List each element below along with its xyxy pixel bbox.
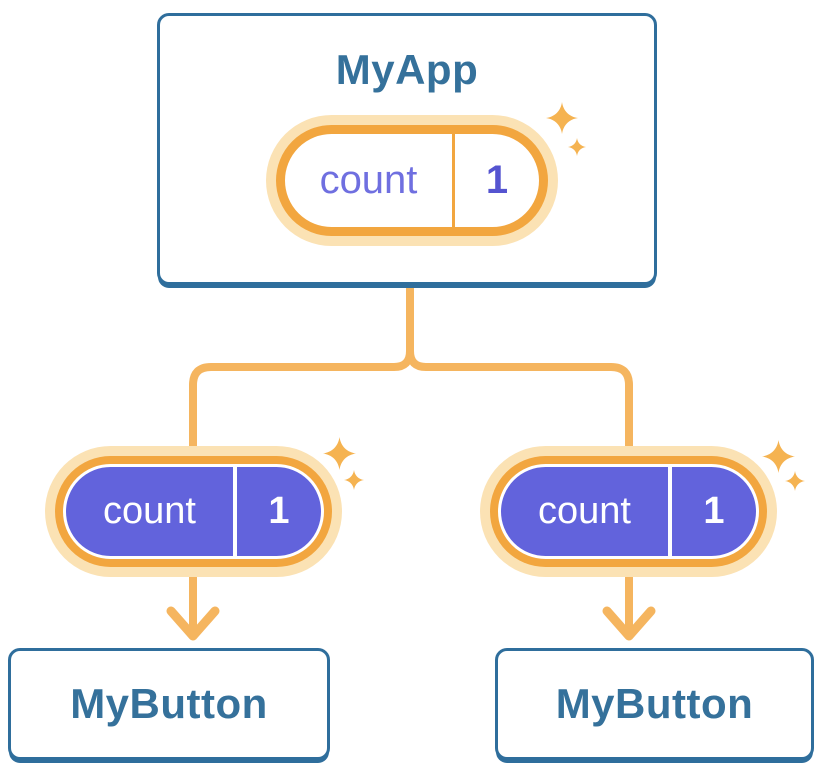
component-card-myapp: MyApp count 1: [157, 13, 657, 285]
sparkle-icon: [344, 470, 364, 490]
component-card-mybutton-left: MyButton: [8, 648, 330, 760]
state-pill-root: count 1: [276, 125, 548, 236]
branch-right-line: [406, 285, 633, 634]
state-value-label: 1: [668, 467, 756, 556]
branch-left-line: [189, 285, 414, 634]
component-card-mybutton-right: MyButton: [495, 648, 814, 760]
component-title-mybutton: MyButton: [555, 680, 754, 727]
sparkle-icon: [762, 440, 795, 473]
state-name-label: count: [319, 158, 418, 202]
state-name-label: count: [538, 490, 631, 532]
state-name-label: count: [103, 490, 196, 532]
arrowhead-right-icon: [602, 606, 656, 641]
state-value-label: 1: [452, 134, 539, 227]
sparkle-icon: [785, 471, 805, 491]
component-title-mybutton: MyButton: [70, 680, 268, 727]
sparkle-icon: [323, 437, 356, 470]
state-value-label: 1: [233, 467, 321, 556]
state-pill-right: count 1: [498, 464, 759, 559]
sparkle-icon: [546, 102, 578, 134]
state-pill-left: count 1: [63, 464, 324, 559]
sparkle-icon: [568, 138, 586, 156]
component-title-myapp: MyApp: [335, 46, 479, 93]
arrowhead-left-icon: [166, 606, 220, 641]
